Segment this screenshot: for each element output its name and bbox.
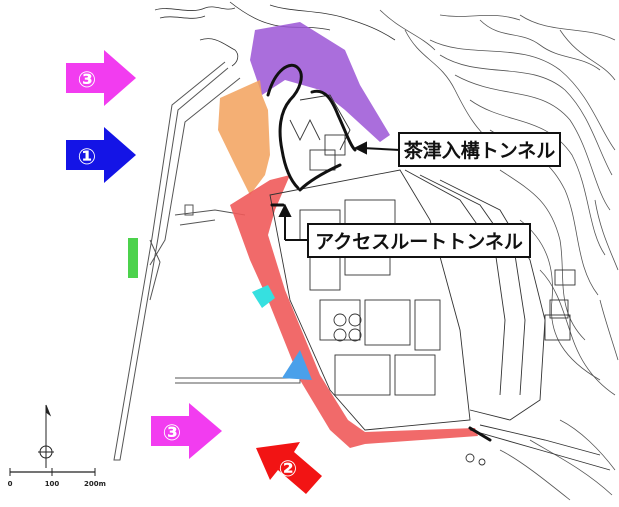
arrow-3-top: ③	[66, 50, 136, 106]
arrow-3-bottom: ③	[151, 403, 222, 459]
svg-text:③: ③	[163, 421, 182, 446]
cyan-marker	[252, 285, 275, 308]
terrain-contours	[379, 9, 619, 501]
tunnel-label-chatsu: 茶津入構トンネル	[398, 132, 561, 167]
svg-text:0: 0	[8, 480, 13, 488]
svg-text:③: ③	[78, 68, 97, 93]
tunnels	[266, 63, 492, 442]
purple-zone	[250, 22, 390, 142]
svg-text:①: ①	[78, 145, 97, 170]
arrow-2: ②	[256, 442, 322, 494]
green-marker	[128, 238, 138, 278]
arrow-1: ①	[66, 127, 136, 183]
orange-zone	[218, 80, 270, 195]
tunnel-label-access-route: アクセスルートトンネル	[307, 223, 531, 258]
coastal-rocks	[154, 1, 396, 67]
blue-marker	[282, 350, 312, 380]
svg-text:②: ②	[279, 457, 298, 482]
breakwater	[113, 61, 246, 461]
svg-text:100: 100	[45, 480, 60, 488]
jetty	[175, 377, 301, 384]
svg-text:200m: 200m	[84, 480, 106, 488]
tunnel-label-access-route-text: アクセスルートトンネル	[315, 231, 523, 253]
leader-lines	[278, 141, 401, 241]
tunnel-label-chatsu-text: 茶津入構トンネル	[404, 139, 556, 162]
north-indicator	[38, 404, 54, 468]
red-zone	[230, 175, 478, 448]
scale-bar: 0 100 200m	[8, 468, 106, 488]
